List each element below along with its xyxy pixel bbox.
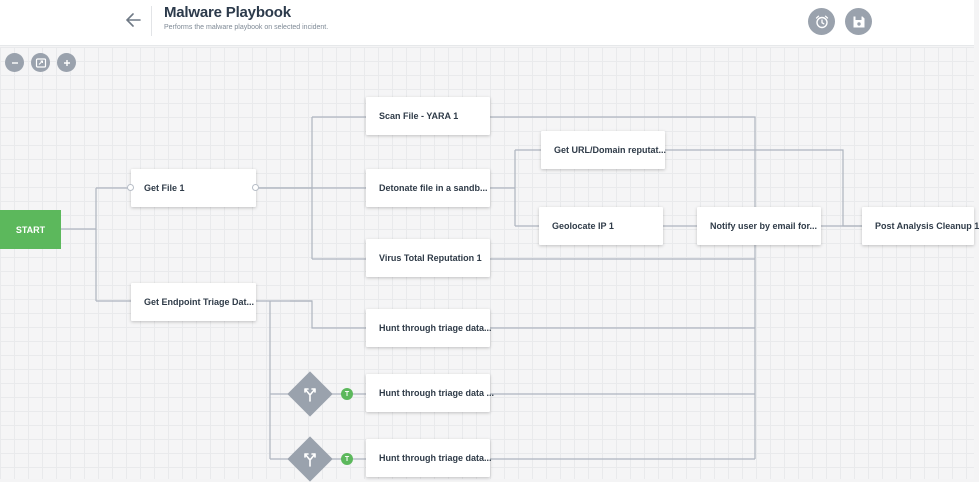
task-hunt-triage-3[interactable]: Hunt through triage data... [366, 439, 492, 477]
task-hunt-triage-2[interactable]: Hunt through triage data ... [366, 374, 494, 412]
branch-split-icon [304, 388, 316, 402]
task-url-domain-reputation[interactable]: Get URL/Domain reputat... [541, 131, 666, 169]
page-title: Malware Playbook [164, 4, 291, 21]
fit-to-screen-icon [35, 57, 46, 68]
title-divider [151, 6, 152, 36]
history-button[interactable] [808, 8, 835, 35]
alarm-clock-icon [815, 15, 828, 28]
task-get-file[interactable]: Get File 1 [131, 169, 256, 207]
output-port[interactable] [252, 184, 259, 191]
zoom-out-button[interactable] [5, 53, 24, 72]
save-button[interactable] [845, 8, 872, 35]
input-port[interactable] [127, 184, 134, 191]
page-subtitle: Performs the malware playbook on selecte… [164, 24, 329, 31]
task-get-endpoint-triage[interactable]: Get Endpoint Triage Dat... [131, 283, 256, 321]
task-post-analysis-cleanup[interactable]: Post Analysis Cleanup 1 [862, 207, 979, 245]
arrow-left-icon [126, 13, 141, 27]
task-detonate-sandbox[interactable]: Detonate file in a sandb... [366, 169, 490, 207]
task-scan-yara[interactable]: Scan File - YARA 1 [366, 97, 490, 135]
floppy-disk-icon [853, 16, 864, 27]
zoom-in-button[interactable] [57, 53, 76, 72]
back-button[interactable] [122, 9, 146, 31]
branch-split-icon [304, 453, 316, 467]
task-notify-user-email[interactable]: Notify user by email for... [697, 207, 821, 245]
task-virus-total[interactable]: Virus Total Reputation 1 [366, 239, 490, 277]
task-geolocate-ip[interactable]: Geolocate IP 1 [539, 207, 663, 245]
true-branch-badge: T [341, 388, 353, 400]
fit-to-screen-button[interactable] [31, 53, 50, 72]
zoom-in-icon [63, 59, 70, 66]
start-node[interactable]: START [0, 210, 61, 249]
zoom-out-icon [11, 61, 18, 64]
task-hunt-triage-1[interactable]: Hunt through triage data... [366, 309, 492, 347]
true-branch-badge: T [341, 453, 353, 465]
playbook-header: Malware Playbook Performs the malware pl… [0, 0, 974, 46]
